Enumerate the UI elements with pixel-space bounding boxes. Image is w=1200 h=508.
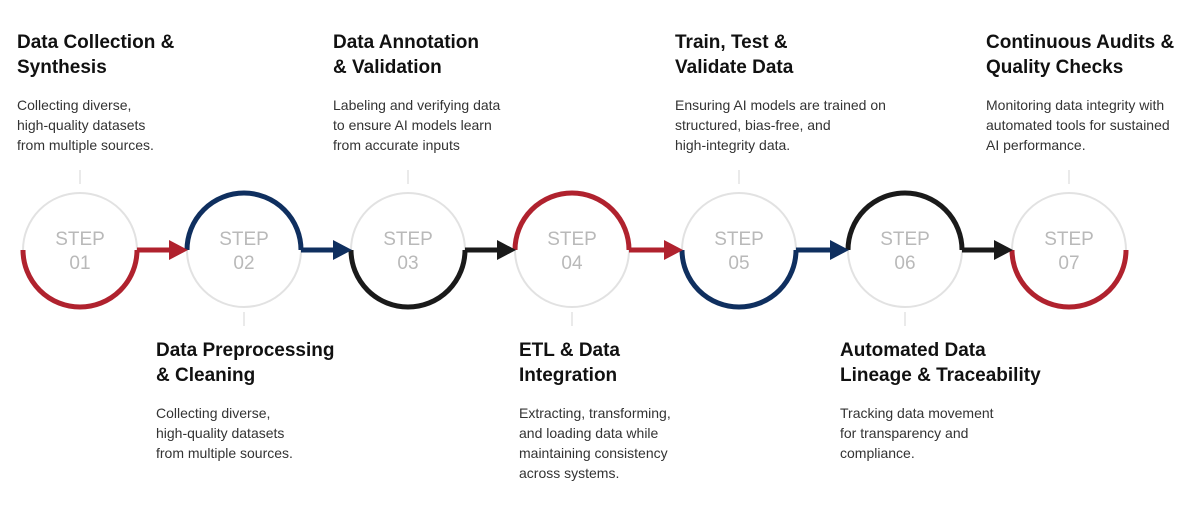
step-1-number: 01 [69,253,90,274]
step-2-description: Collecting diverse, high-quality dataset… [156,405,293,461]
step-1-description: Collecting diverse, high-quality dataset… [17,97,154,153]
step-2-title: Data Preprocessing & Cleaning [156,340,335,386]
arrow-1-to-2 [137,240,188,260]
step-3-description: Labeling and verifying data to ensure AI… [333,97,501,153]
step-3-arc [348,249,468,310]
step-labels: STEP 01 STEP 02 STEP 03 STEP 04 STEP 05 STEP 06 STEP… [55,229,1094,274]
step-3-title: Data Annotation & Validation [333,32,480,78]
step-6-number: 06 [894,253,915,274]
step-1-title: Data Collection & Synthesis [17,32,175,78]
step-2-label: STEP [219,229,269,250]
arrow-3-to-4 [465,240,516,260]
step-3-number: 03 [397,253,418,274]
step-7-title: Continuous Audits & Quality Checks [986,32,1175,78]
step-5-label: STEP [714,229,764,250]
step-7-description: Monitoring data integrity with automated… [986,97,1170,153]
step-5-number: 05 [728,253,749,274]
step-4-title: ETL & Data Integration [519,340,621,386]
step-6-description: Tracking data movement for transparency … [840,405,994,461]
step-4-arc [512,190,632,251]
arrow-6-to-7 [962,240,1013,260]
step-6-title: Automated Data Lineage & Traceability [840,340,1041,386]
step-arcs [20,190,1129,310]
step-3-label: STEP [383,229,433,250]
step-2-arc [184,190,304,251]
step-1-label: STEP [55,229,105,250]
arrow-2-to-3 [301,240,352,260]
step-1-arc [20,249,140,310]
step-4-number: 04 [561,253,583,274]
step-4-label: STEP [547,229,597,250]
step-6-arc [845,190,965,251]
step-5-description: Ensuring AI models are trained on struct… [675,97,886,153]
step-ticks [79,170,1070,326]
arrow-5-to-6 [796,240,849,260]
step-4-description: Extracting, transforming, and loading da… [519,405,671,481]
step-6-label: STEP [880,229,930,250]
step-7-number: 07 [1058,253,1079,274]
step-7-label: STEP [1044,229,1094,250]
step-7-arc [1009,249,1129,310]
step-5-arc [679,249,799,310]
arrow-4-to-5 [629,240,683,260]
step-arrows [137,240,1013,260]
step-5-title: Train, Test & Validate Data [675,32,794,78]
step-2-number: 02 [233,253,254,274]
